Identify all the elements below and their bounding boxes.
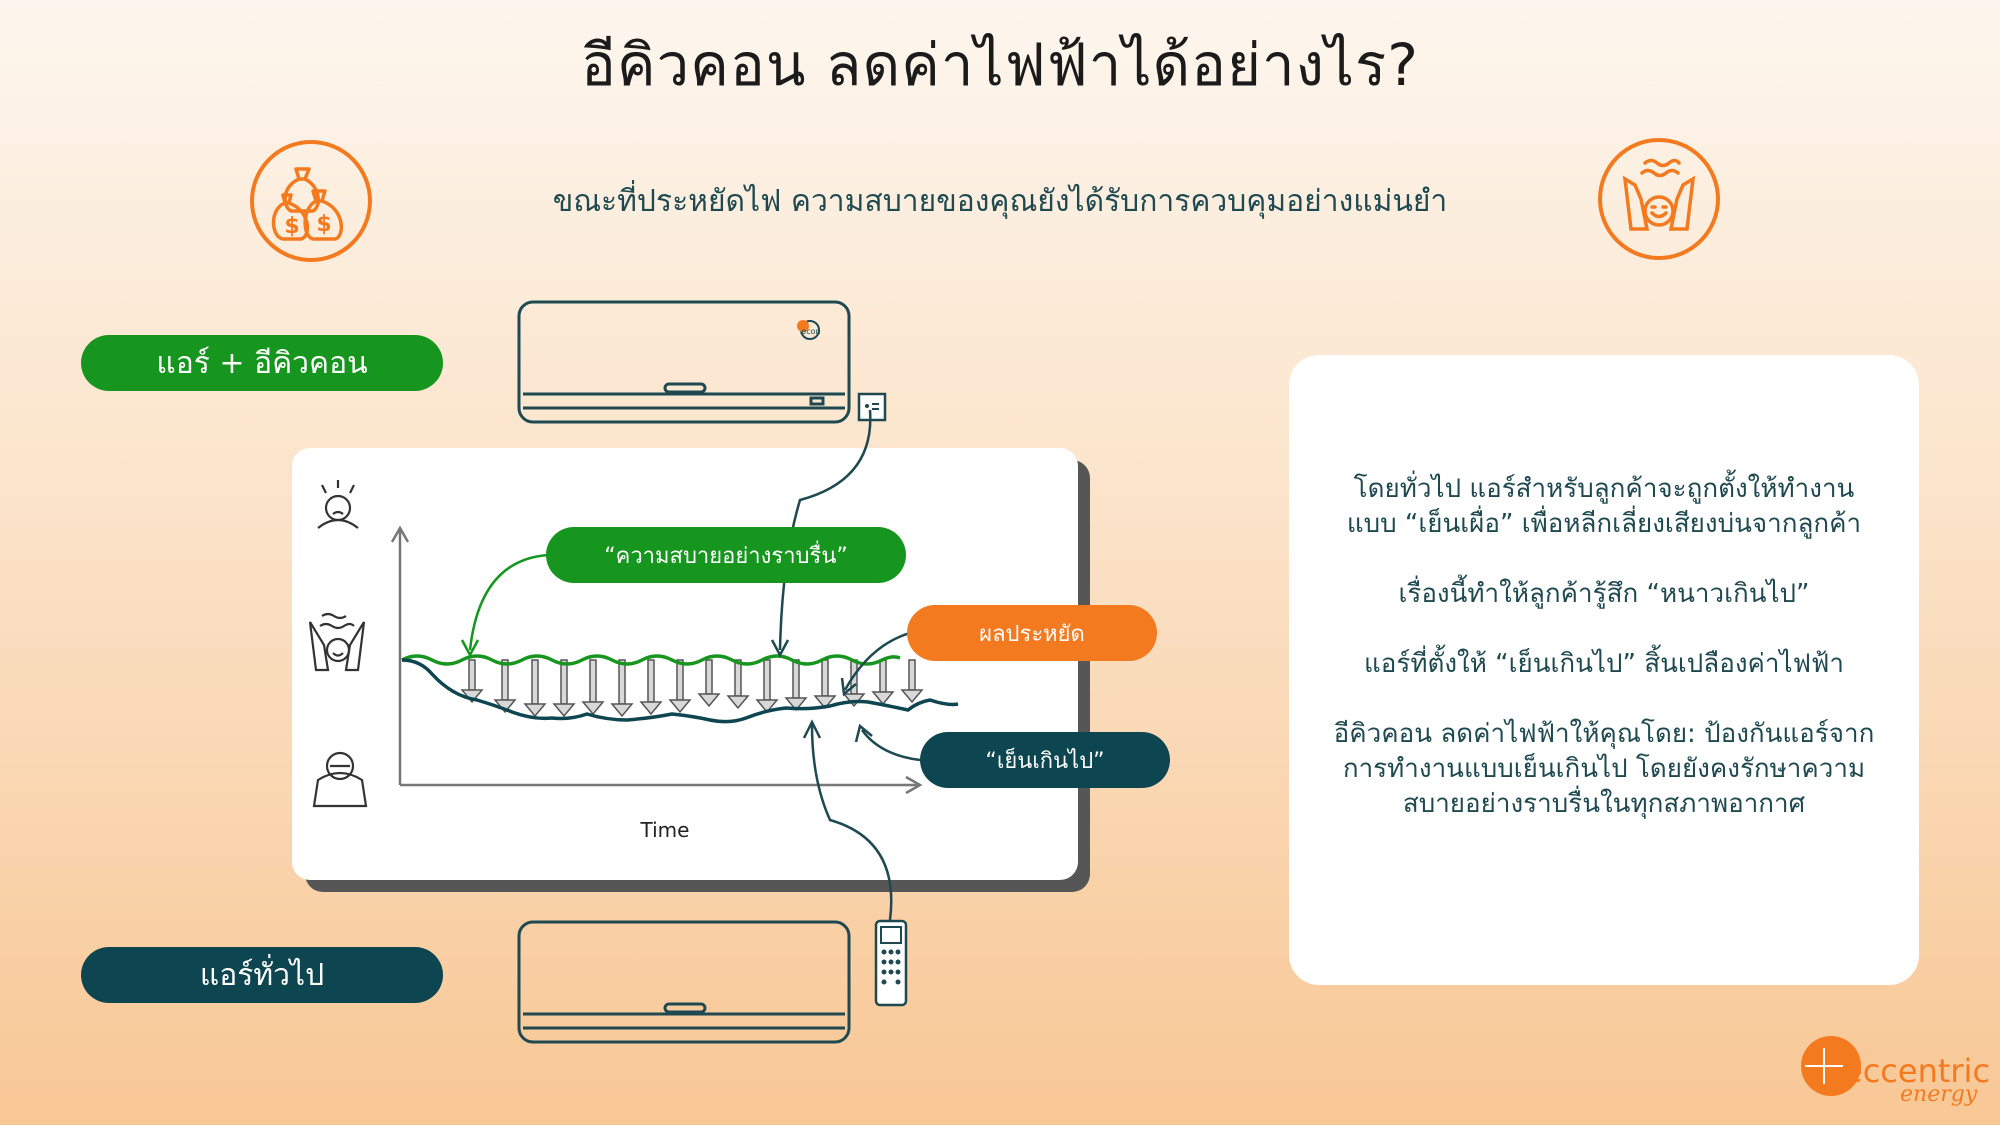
cold-bundled-person-icon — [312, 751, 368, 808]
remote-connector — [810, 724, 893, 921]
info-text: โดยทั่วไป แอร์สำหรับลูกค้าจะถูกตั้งให้ทำ… — [1289, 472, 1919, 857]
smooth-comfort-tag: “ความสบายอย่างราบรื่น” — [546, 527, 906, 583]
remote-control-icon — [874, 919, 908, 1007]
logo-wordmark: eccentric — [1843, 1052, 1991, 1090]
smooth-connector-left — [468, 553, 549, 651]
savings-connector — [843, 631, 911, 691]
econ-badge-text: econ — [801, 327, 820, 336]
time-axis-label: Time — [640, 818, 690, 842]
subtitle: ขณะที่ประหยัดไฟ ความสบายของคุณยังได้รับก… — [552, 184, 1448, 219]
comfortable-person-icon — [1598, 138, 1720, 260]
page-title: อีคิวคอน ลดค่าไฟฟ้าได้อย่างไร? — [580, 31, 1419, 99]
normal-air-conditioner — [517, 920, 851, 1044]
angry-hot-person-icon — [317, 480, 359, 529]
money-bags-icon: $ $ — [250, 140, 372, 262]
comfortable-person-small-icon — [308, 612, 366, 672]
econ-sensor-icon — [857, 392, 887, 422]
econ-ac-label: แอร์ + อีคิวคอน — [81, 335, 443, 391]
eccentric-energy-logo-icon — [1801, 1036, 1861, 1096]
too-cold-connector — [860, 729, 921, 762]
too-cold-curve — [401, 658, 959, 724]
too-cold-tag: “เย็นเกินไป” — [920, 732, 1170, 788]
econ-air-conditioner: econ — [517, 300, 851, 424]
smooth-comfort-curve — [401, 654, 901, 666]
svg-text:$: $ — [316, 212, 331, 237]
savings-tag: ผลประหยัด — [907, 605, 1157, 661]
logo-subtext: energy — [1900, 1082, 1978, 1107]
info-paragraph-2: เรื่องนี้ทำให้ลูกค้ารู้สึก “หนาวเกินไป” — [1398, 579, 1810, 609]
svg-text:$: $ — [284, 214, 299, 239]
econ-sensor-connector — [778, 409, 872, 651]
normal-ac-label: แอร์ทั่วไป — [81, 947, 443, 1003]
econ-device-badge-icon: econ — [797, 320, 821, 340]
info-paragraph-4: อีคิวคอน ลดค่าไฟฟ้าให้คุณโดย: ป้องกันแอร… — [1333, 719, 1875, 819]
info-paragraph-1: โดยทั่วไป แอร์สำหรับลูกค้าจะถูกตั้งให้ทำ… — [1346, 474, 1862, 539]
info-paragraph-3: แอร์ที่ตั้งให้ “เย็นเกินไป” สิ้นเปลืองค่… — [1364, 649, 1844, 679]
info-card — [1289, 355, 1919, 985]
